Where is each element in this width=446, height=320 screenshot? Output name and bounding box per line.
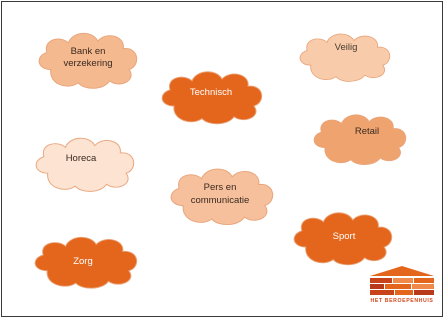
logo-brick (370, 290, 394, 295)
logo-brick (414, 278, 434, 283)
logo-brick (370, 278, 392, 283)
cloud-bank-label-1: Bank en (71, 46, 106, 57)
cloud-technisch-label: Technisch (190, 87, 232, 98)
slide-frame (1, 1, 443, 317)
cloud-zorg-label: Zorg (73, 256, 93, 267)
beroepenhuis-logo: HET BEROEPENHUIS (370, 266, 434, 304)
logo-brick (370, 284, 384, 289)
cloud-retail-label: Retail (355, 126, 379, 137)
cloud-pers-label-2: communicatie (191, 195, 250, 206)
logo-roof (370, 266, 434, 276)
logo-brick (414, 290, 434, 295)
cloud-retail (313, 114, 407, 166)
cloud-horeca-label: Horeca (66, 153, 97, 164)
cloud-horeca (35, 137, 135, 192)
logo-brick (393, 278, 413, 283)
logo-brick (395, 290, 413, 295)
cloud-pers-label-1: Pers en (204, 182, 237, 193)
logo-brick (412, 284, 434, 289)
logo-brick (385, 284, 411, 289)
logo-text: HET BEROEPENHUIS (371, 298, 434, 304)
cloud-bank-label-2: verzekering (63, 58, 112, 69)
cloud-sport-label: Sport (333, 231, 356, 242)
cloud-veilig-label: Veilig (335, 42, 358, 53)
